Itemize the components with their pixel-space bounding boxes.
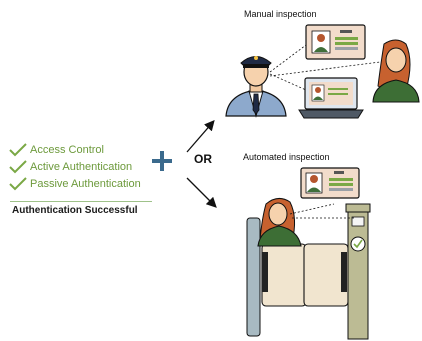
- arrow-icon: [186, 120, 215, 153]
- divider: [10, 201, 152, 202]
- check-item-active-authentication: Active Authentication: [8, 158, 158, 175]
- check-item-access-control: Access Control: [8, 141, 158, 158]
- traveler-icon: [372, 39, 420, 103]
- check-label: Active Authentication: [30, 160, 133, 173]
- id-card-icon: [305, 24, 366, 60]
- authentication-result: Authentication Successful: [12, 205, 138, 216]
- automated-inspection-title: Automated inspection: [243, 152, 330, 162]
- plus-icon: [152, 151, 172, 171]
- arrow-icon: [186, 177, 217, 208]
- or-label: OR: [194, 152, 212, 166]
- checks-list: Access Control Active Authentication Pas…: [8, 141, 158, 192]
- traveler-icon: [257, 198, 302, 247]
- police-officer-icon: [225, 56, 287, 118]
- check-label: Access Control: [30, 143, 104, 156]
- check-icon: [9, 159, 27, 173]
- approved-check-icon: [350, 236, 366, 252]
- check-label: Passive Authentication: [30, 177, 141, 190]
- laptop-icon: [298, 77, 364, 119]
- manual-inspection-title: Manual inspection: [244, 9, 317, 19]
- check-item-passive-authentication: Passive Authentication: [8, 175, 158, 192]
- id-card-icon: [300, 167, 360, 199]
- check-icon: [9, 142, 27, 156]
- check-icon: [9, 176, 27, 190]
